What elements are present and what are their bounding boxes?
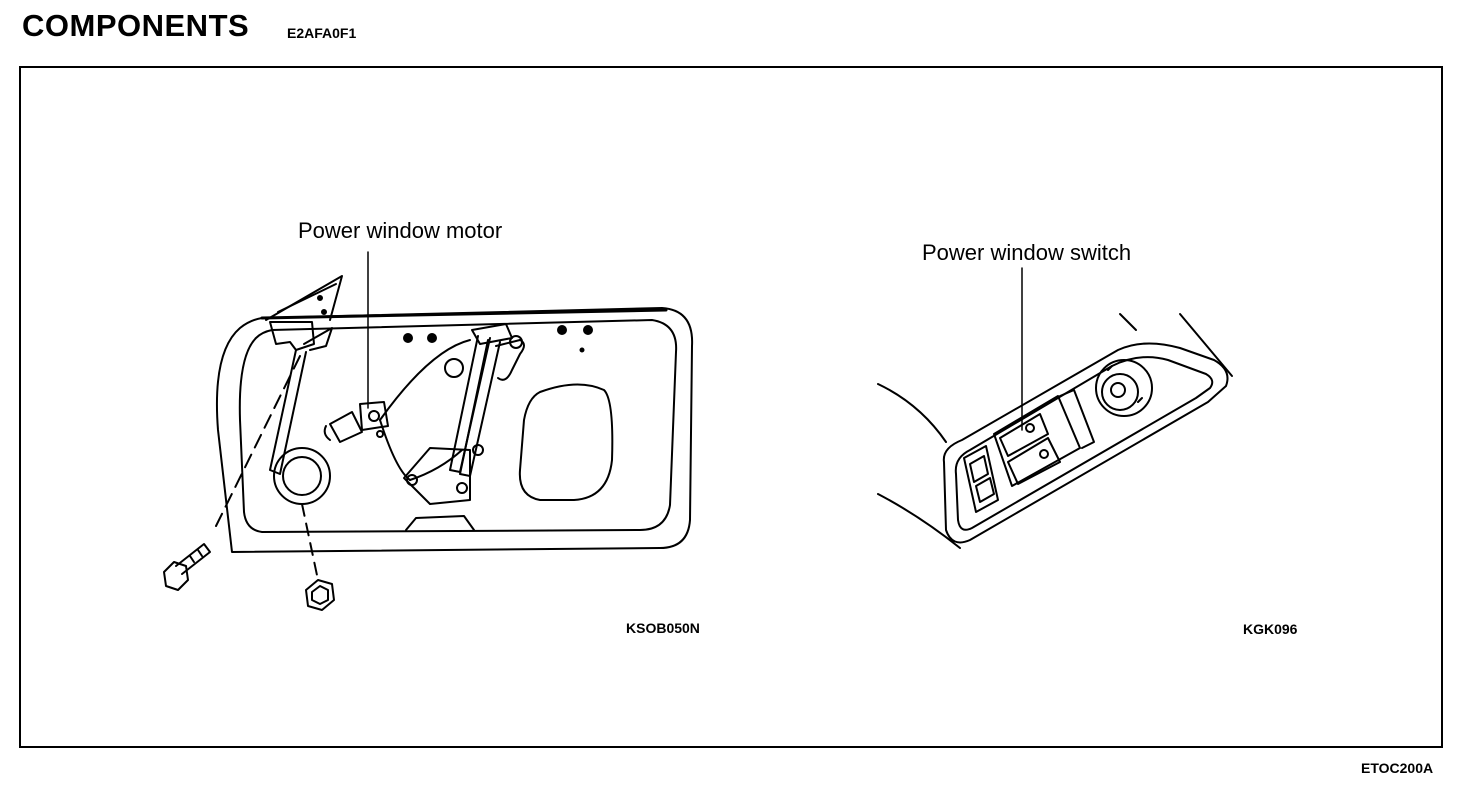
left-figure-ref-code: KSOB050N <box>626 620 700 636</box>
bolt-icon <box>163 543 211 591</box>
clip-icon <box>305 579 335 611</box>
door-panel-figure <box>215 251 694 581</box>
power-window-motor-label: Power window motor <box>298 218 503 243</box>
right-figure-ref-code: KGK096 <box>1243 621 1298 637</box>
window-switch-figure <box>877 267 1233 549</box>
footer-ref-code: ETOC200A <box>1361 760 1434 776</box>
page-title: COMPONENTS <box>22 8 250 43</box>
section-code: E2AFA0F1 <box>287 25 357 41</box>
diagram-frame <box>19 66 1443 748</box>
power-window-switch-label: Power window switch <box>922 240 1132 265</box>
